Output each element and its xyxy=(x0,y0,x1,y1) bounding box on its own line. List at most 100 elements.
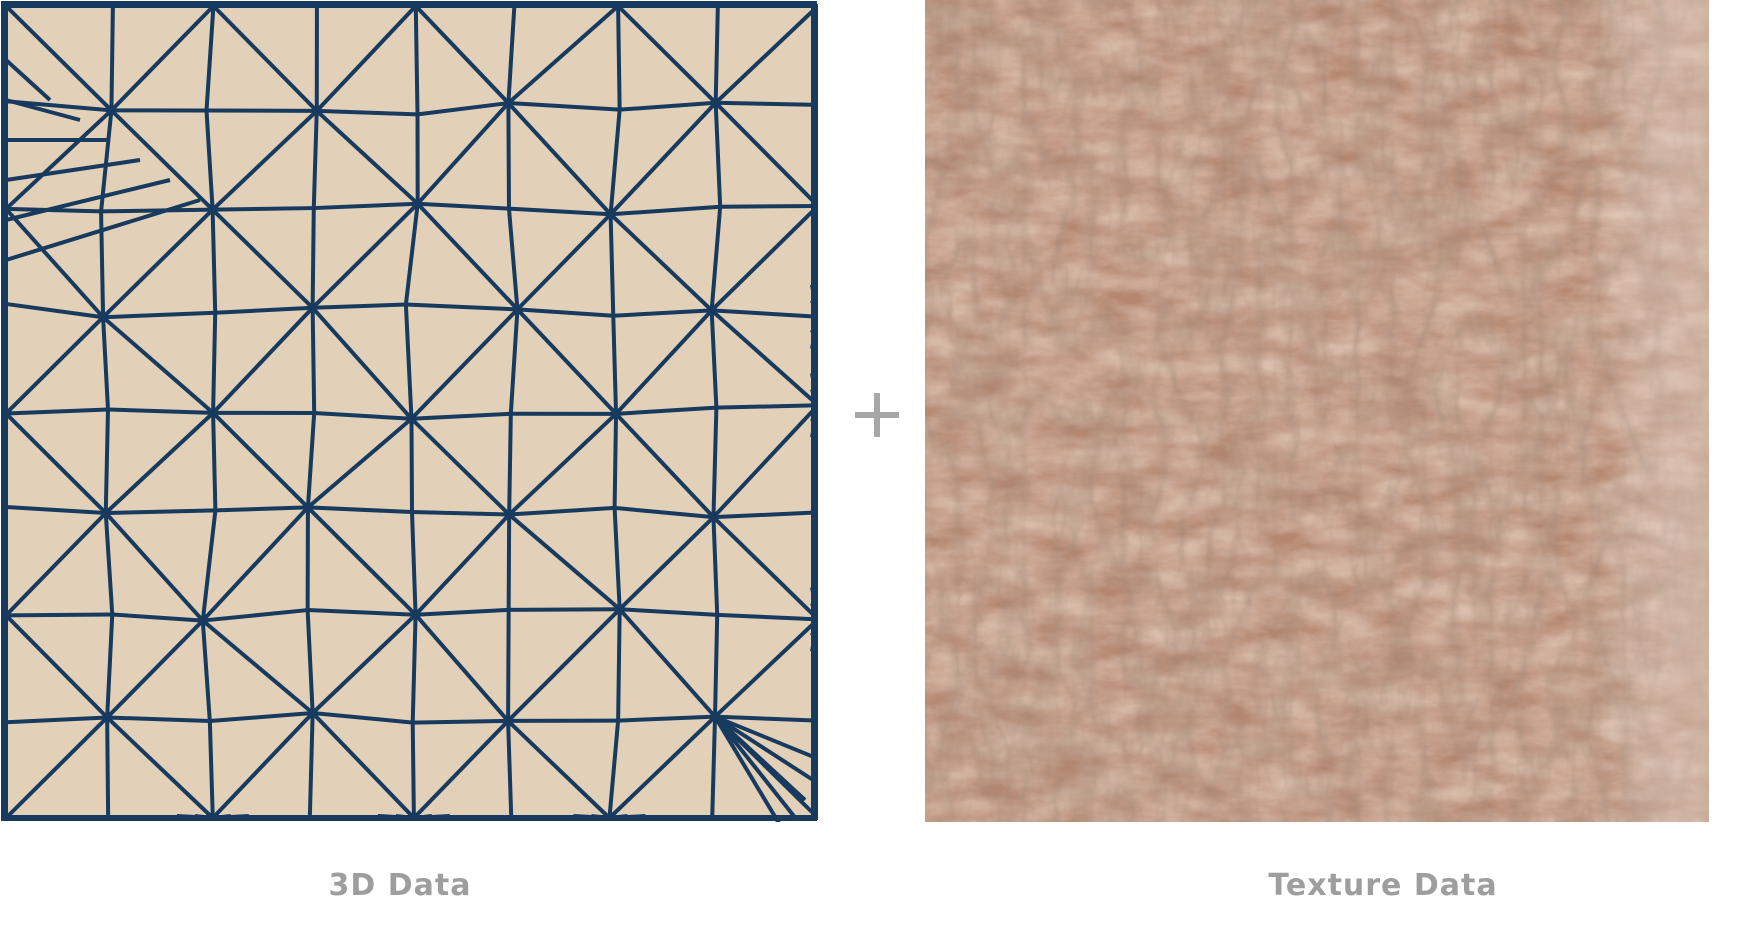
rock-texture-svg xyxy=(925,0,1709,822)
mesh-edge xyxy=(612,507,622,610)
mesh-edge xyxy=(215,505,308,513)
mesh-edge xyxy=(508,101,620,112)
mesh-edge xyxy=(717,612,818,622)
mesh-diagonal xyxy=(4,511,108,617)
mesh-edge xyxy=(307,608,416,617)
mesh-fan-edge xyxy=(713,714,815,782)
mesh-edge xyxy=(411,510,510,517)
mesh-diagonal xyxy=(507,4,620,105)
mesh-edge xyxy=(103,409,110,514)
mesh-edge xyxy=(405,302,518,312)
mesh-edge xyxy=(616,5,622,110)
mesh-diagonal xyxy=(315,4,418,113)
mesh-diagonal xyxy=(4,315,105,415)
mesh-detail-edge xyxy=(4,58,52,102)
mesh-edge xyxy=(311,110,319,209)
mesh-edge xyxy=(101,317,110,410)
rock-texture-image xyxy=(925,0,1709,822)
mesh-diagonal xyxy=(608,715,717,820)
mesh-edge xyxy=(713,102,723,207)
mesh-edge xyxy=(412,718,509,725)
mesh-edge xyxy=(410,511,418,615)
texture-edge-fade xyxy=(925,0,1709,822)
mesh-diagonal xyxy=(4,412,108,515)
mesh-edge xyxy=(616,609,622,721)
mesh-edge xyxy=(506,720,514,819)
mesh-diagonal xyxy=(311,306,413,421)
mesh-diagonal xyxy=(311,711,416,820)
mesh-diagonal xyxy=(311,202,420,310)
mesh-diagonal xyxy=(101,315,215,415)
mesh-diagonal xyxy=(506,101,613,216)
mesh-edge xyxy=(5,612,113,618)
mesh-edge xyxy=(204,5,216,111)
wireframe-mesh xyxy=(0,0,818,822)
mesh-fan-edge xyxy=(714,714,818,761)
mesh-diagonal xyxy=(416,202,519,311)
mesh-diagonal xyxy=(618,607,717,718)
mesh-diagonal xyxy=(211,711,315,820)
mesh-diagonal xyxy=(211,306,315,415)
mesh-detail-edge xyxy=(5,158,141,182)
mesh-diagonal xyxy=(410,307,519,421)
mesh-edge xyxy=(713,614,720,717)
wireframe-mesh-svg xyxy=(1,1,818,822)
mesh-edge xyxy=(305,609,315,714)
mesh-edge xyxy=(211,412,218,511)
mesh-edge xyxy=(710,716,718,819)
mesh-diagonal xyxy=(506,607,622,723)
mesh-diagonal xyxy=(507,412,618,517)
mesh-edge xyxy=(105,614,115,718)
mesh-fan-edge xyxy=(713,715,799,822)
mesh-edge xyxy=(619,100,716,112)
mesh-edge xyxy=(215,305,313,315)
mesh-diagonal xyxy=(616,4,718,105)
mesh-diagonal xyxy=(211,411,310,509)
mesh-diagonal xyxy=(414,4,510,105)
mesh-fan-edge xyxy=(713,715,807,802)
mesh-diagonal xyxy=(410,417,511,516)
mesh-edge xyxy=(5,715,108,725)
mesh-edge xyxy=(709,310,719,408)
mesh-edges xyxy=(4,4,818,822)
mesh-edge xyxy=(417,101,509,117)
mesh-diagonal xyxy=(212,4,319,113)
mesh-diagonal xyxy=(104,411,215,515)
mesh-edge xyxy=(204,110,215,210)
mesh-edge xyxy=(506,208,520,310)
mesh-diagonal xyxy=(609,212,714,312)
mesh-edge xyxy=(403,304,414,419)
mesh-edge xyxy=(506,514,512,610)
mesh-detail-edge xyxy=(5,198,201,262)
mesh-edge xyxy=(716,403,818,410)
mesh-edge xyxy=(212,206,314,212)
mesh-edge xyxy=(711,308,818,319)
mesh-diagonal xyxy=(4,716,109,820)
mesh-edge xyxy=(209,711,313,724)
mesh-edge xyxy=(313,201,418,211)
mesh-diagonal xyxy=(507,513,621,611)
mesh-edge xyxy=(713,510,818,520)
mesh-edge xyxy=(618,714,716,723)
mesh-diagonal xyxy=(713,617,818,719)
mesh-edge xyxy=(305,412,317,508)
mesh-edge xyxy=(403,203,420,305)
mesh-diagonal xyxy=(315,109,420,206)
mesh-edge xyxy=(210,209,218,313)
mesh-edge xyxy=(202,608,308,623)
mesh-edge xyxy=(614,505,714,520)
mesh-diagonal xyxy=(714,4,818,105)
mesh-diagonal xyxy=(4,613,109,719)
mesh-edge xyxy=(607,720,621,819)
mesh-edge xyxy=(103,512,115,615)
mesh-edge xyxy=(507,413,513,515)
mesh-edge xyxy=(310,307,317,414)
mesh-edge xyxy=(312,711,413,725)
mesh-diagonal xyxy=(311,613,417,715)
mesh-edge xyxy=(709,206,723,311)
plus-icon xyxy=(855,393,899,437)
mesh-edge xyxy=(711,407,719,518)
mesh-edge xyxy=(99,211,106,318)
mesh-diagonal xyxy=(101,208,215,319)
mesh-detail-edge xyxy=(5,98,81,122)
